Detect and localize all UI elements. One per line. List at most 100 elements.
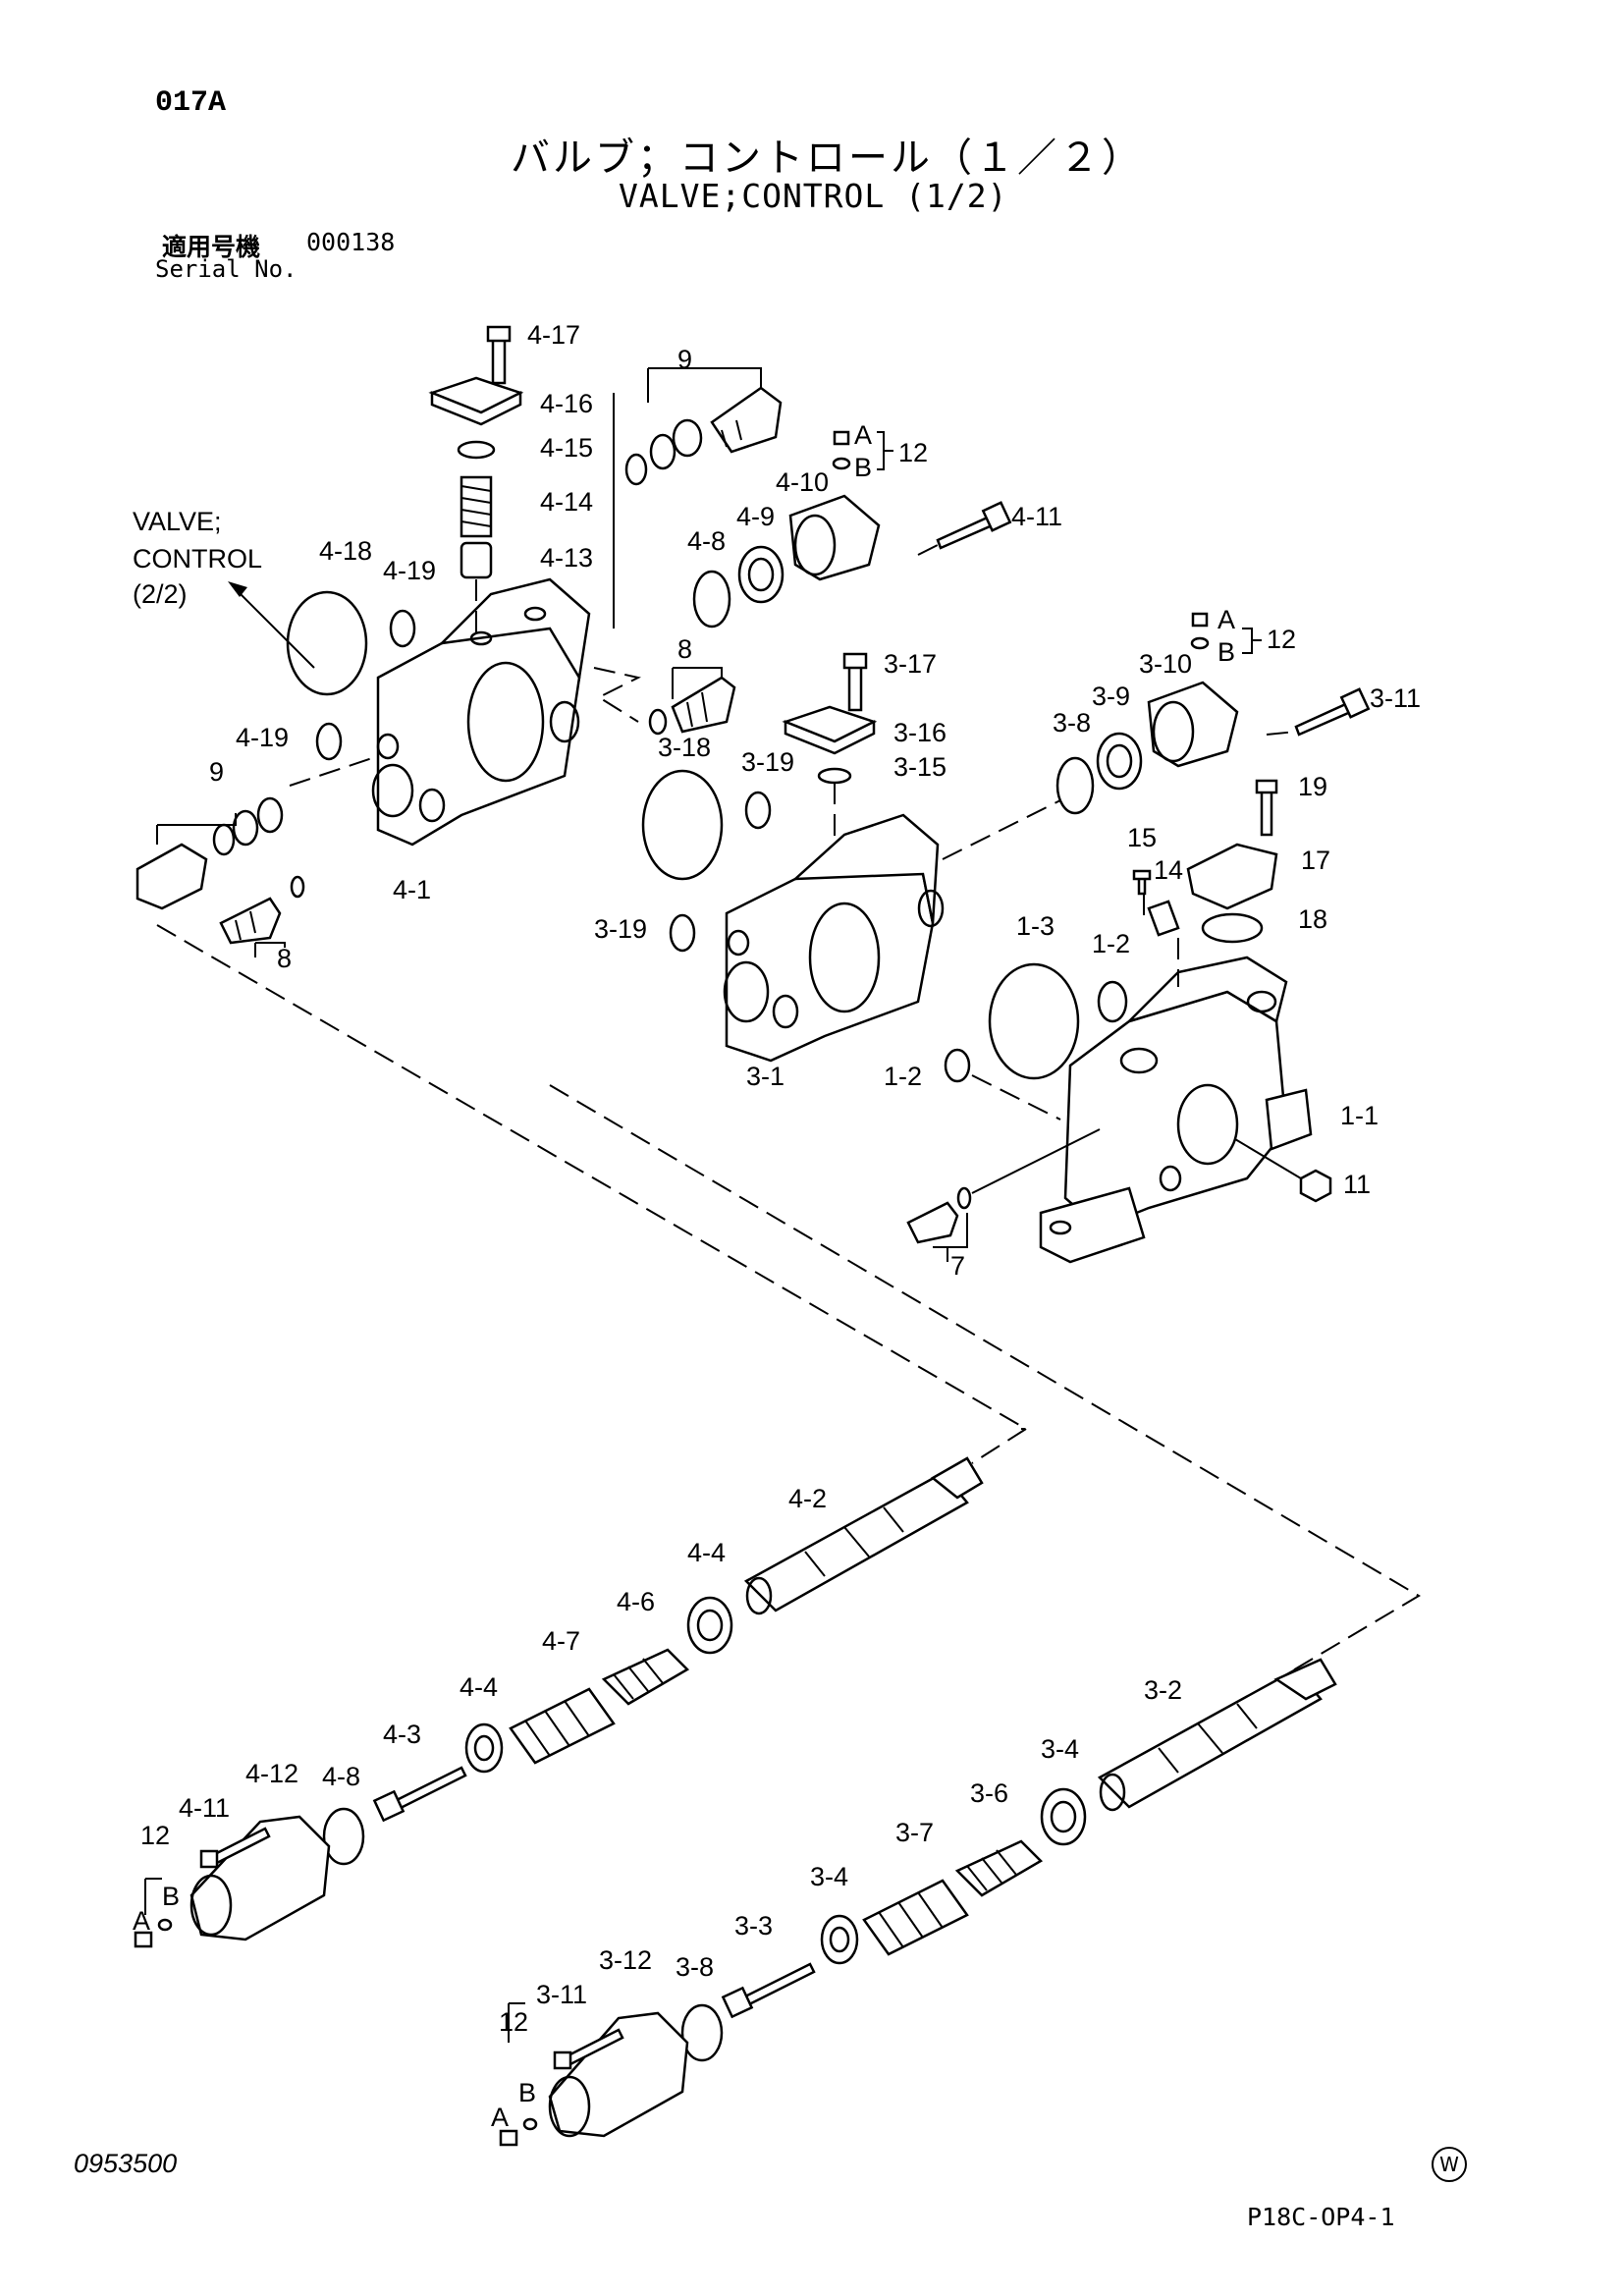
cap-4-10 <box>788 494 881 581</box>
screw-15 <box>1132 869 1152 896</box>
label-18: 18 <box>1298 904 1327 934</box>
label-B-lower-left: B <box>162 1882 180 1911</box>
o-ring-4-19-side <box>315 722 343 761</box>
cover-plate-4-16 <box>428 376 524 426</box>
label-3-12: 3-12 <box>599 1945 652 1975</box>
serial-number: 000138 <box>306 228 396 256</box>
o-ring-1-2-top <box>1097 980 1128 1023</box>
label-15: 15 <box>1127 823 1157 852</box>
label-4-2: 4-2 <box>788 1484 827 1513</box>
label-1-2-top: 1-2 <box>1092 929 1130 958</box>
plug-ab-12-lower-right <box>499 2117 538 2147</box>
label-4-11: 4-11 <box>1011 502 1062 531</box>
label-3-3: 3-3 <box>734 1911 773 1941</box>
label-B-lower-right: B <box>518 2078 536 2107</box>
plug-ab-12-lower-left <box>134 1918 173 1948</box>
page-code: 017A <box>155 86 227 120</box>
retainer-4-4-top <box>686 1596 733 1655</box>
label-3-6: 3-6 <box>970 1778 1008 1808</box>
spring-3-7 <box>862 1879 969 1956</box>
label-7: 7 <box>950 1251 965 1281</box>
label-3-7: 3-7 <box>895 1818 934 1847</box>
title-english: VALVE;CONTROL (1/2) <box>619 177 1008 215</box>
o-ring-1-2-side <box>944 1048 971 1083</box>
label-1-1: 1-1 <box>1340 1101 1379 1130</box>
serial-label-english: Serial No. <box>155 255 298 283</box>
bolt-3-11 <box>1294 687 1371 737</box>
o-ring-4-18 <box>286 590 368 696</box>
retainer-3-4-top <box>1040 1787 1087 1846</box>
relief-valve-8-top <box>648 676 736 736</box>
spring-3-6 <box>954 1839 1044 1897</box>
label-3-8: 3-8 <box>1053 708 1091 738</box>
collar-4-9 <box>737 545 784 604</box>
label-4-13: 4-13 <box>540 543 593 573</box>
o-ring-3-19-side <box>669 913 696 953</box>
label-4-4-bottom: 4-4 <box>460 1672 498 1702</box>
plug-ab-12-mid <box>1190 612 1210 650</box>
label-3-17: 3-17 <box>884 649 937 679</box>
callout-line-3: (2/2) <box>133 579 188 609</box>
label-9-top: 9 <box>677 345 692 374</box>
o-ring-4-19-top <box>389 609 416 648</box>
label-A-lower-right: A <box>491 2103 509 2132</box>
cover-17 <box>1186 843 1278 910</box>
label-3-16: 3-16 <box>893 718 947 747</box>
cap-3-12 <box>548 2011 689 2138</box>
label-3-8-bottom: 3-8 <box>676 1952 714 1982</box>
part-labels: 4-17 4-16 4-15 4-14 4-13 4-18 4-19 4-19 … <box>133 320 1421 2132</box>
label-4-16: 4-16 <box>540 389 593 418</box>
label-4-1: 4-1 <box>393 875 431 904</box>
label-3-19-side: 3-19 <box>594 914 647 944</box>
cap-3-10 <box>1147 681 1239 768</box>
retainer-4-4-bottom <box>464 1722 504 1774</box>
bolt-19 <box>1255 779 1278 837</box>
nut-11 <box>1299 1169 1332 1203</box>
poppet-4-13 <box>460 541 493 579</box>
label-8-top: 8 <box>677 634 692 664</box>
collar-3-9 <box>1096 732 1143 791</box>
label-4-8-bottom: 4-8 <box>322 1762 360 1791</box>
label-19: 19 <box>1298 772 1327 801</box>
label-3-18: 3-18 <box>658 733 711 762</box>
bolt-4-3 <box>372 1766 467 1823</box>
label-14: 14 <box>1154 855 1183 885</box>
relief-valve-9-top <box>624 386 783 486</box>
label-B-top: B <box>854 453 872 482</box>
label-4-4-top: 4-4 <box>687 1538 726 1567</box>
label-3-4-top: 3-4 <box>1041 1734 1079 1764</box>
label-12-lower-left: 12 <box>140 1821 170 1850</box>
label-4-19-top: 4-19 <box>383 556 436 585</box>
label-9-bottom: 9 <box>209 757 224 787</box>
relief-valve-9-bottom <box>135 796 284 910</box>
retainer-3-4-bottom <box>820 1914 859 1965</box>
cover-plate-3-16 <box>782 705 878 755</box>
bolt-4-17 <box>486 325 512 385</box>
callout-arrow <box>228 581 315 669</box>
label-4-3: 4-3 <box>383 1720 421 1749</box>
label-3-15: 3-15 <box>893 752 947 782</box>
label-4-8: 4-8 <box>687 526 726 556</box>
label-12-mid: 12 <box>1267 625 1296 654</box>
bolt-4-11-bottom <box>199 1827 271 1869</box>
label-3-1: 3-1 <box>746 1062 784 1091</box>
title-japanese: バルブ；コントロール（１／２） <box>511 136 1144 181</box>
o-ring-3-19-top <box>744 791 772 830</box>
label-4-9: 4-9 <box>736 502 775 531</box>
label-12-lower-right: 12 <box>499 2007 528 2037</box>
label-3-4-bottom: 3-4 <box>810 1862 848 1891</box>
inlet-body-1-1 <box>1039 956 1313 1264</box>
o-ring-3-8 <box>1055 756 1095 815</box>
plug-7 <box>906 1186 972 1244</box>
label-4-18: 4-18 <box>319 536 372 566</box>
label-4-17: 4-17 <box>527 320 580 350</box>
label-3-19-top: 3-19 <box>741 747 794 777</box>
relief-valve-8-bottom <box>219 875 305 945</box>
label-4-14: 4-14 <box>540 487 593 517</box>
label-3-2: 3-2 <box>1144 1675 1182 1705</box>
label-3-11: 3-11 <box>1370 683 1421 713</box>
watermark-symbol: W <box>1432 2147 1467 2182</box>
callout-line-2: CONTROL <box>133 544 262 574</box>
label-4-12: 4-12 <box>245 1759 298 1788</box>
